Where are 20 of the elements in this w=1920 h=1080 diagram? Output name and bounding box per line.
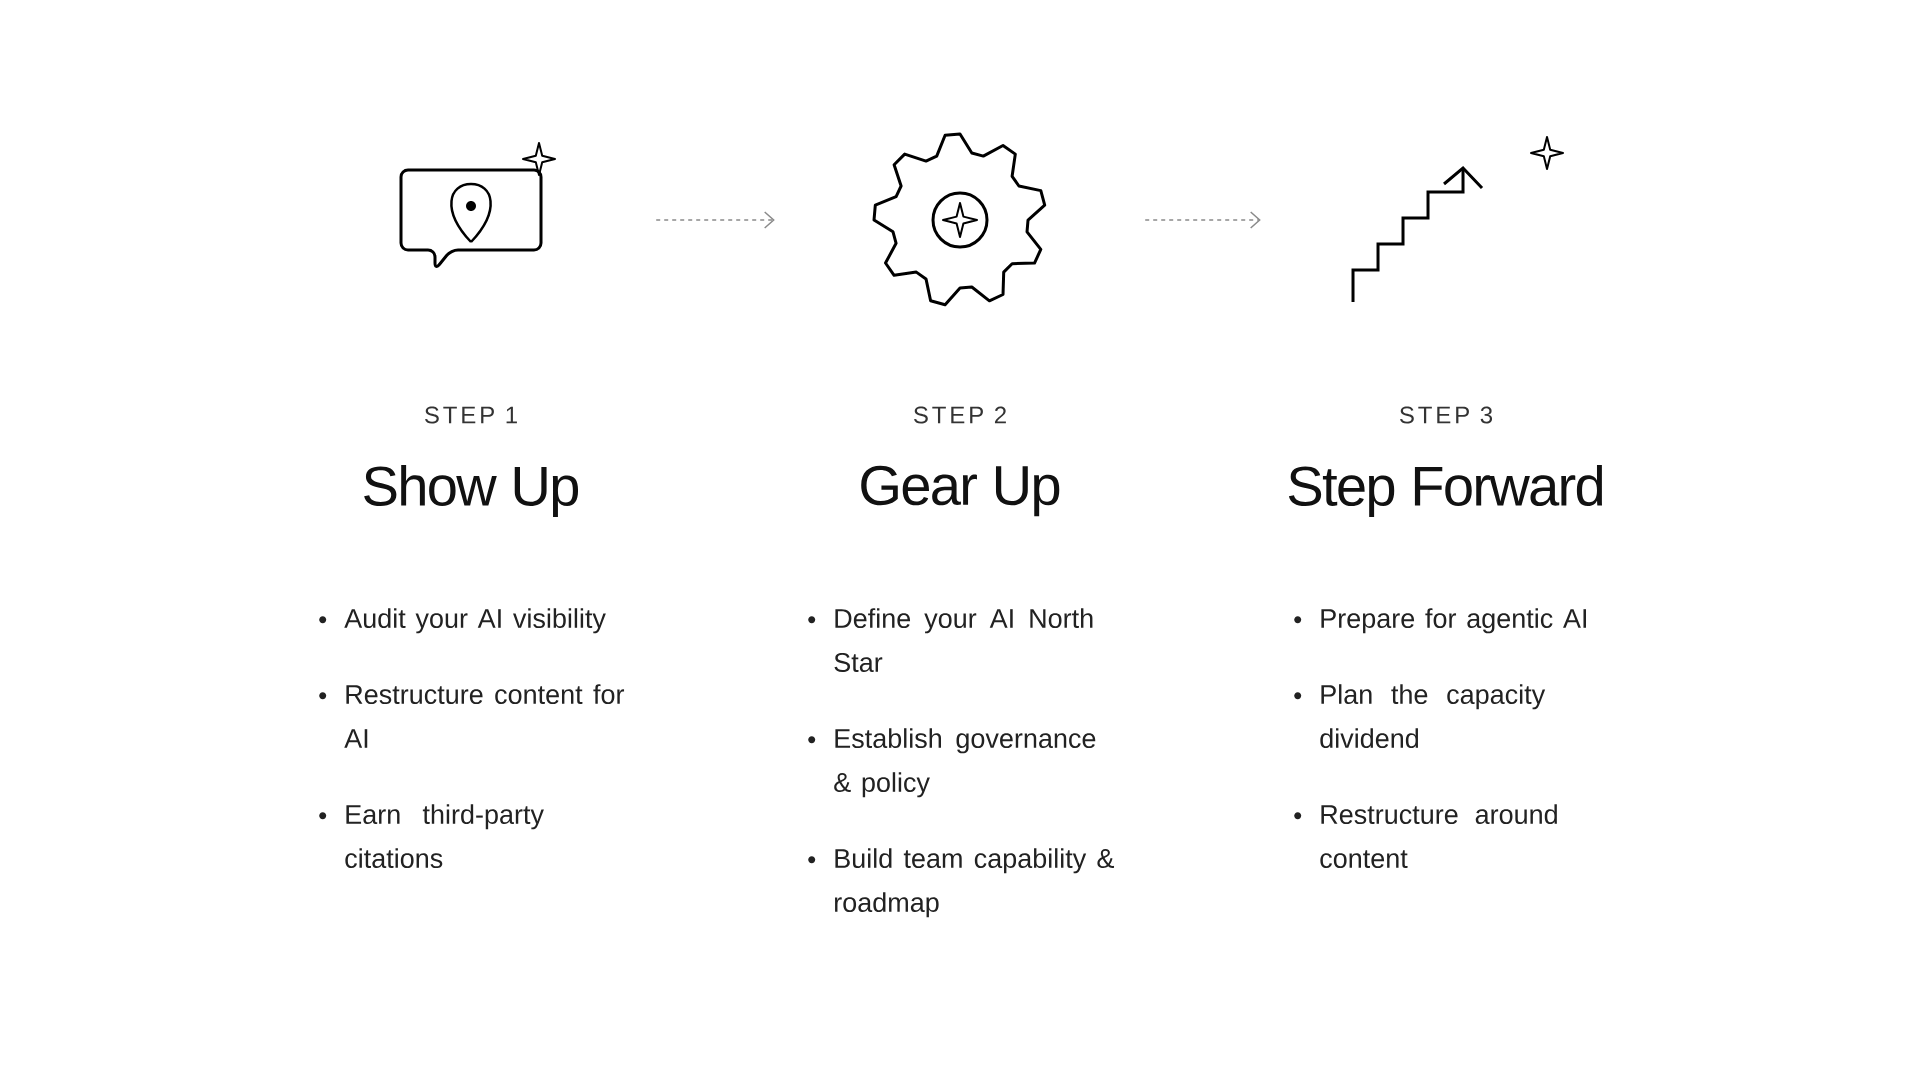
step-title: Gear Up bbox=[861, 465, 1060, 517]
step-label: STEP 3 bbox=[1400, 406, 1493, 424]
step-title: Show Up bbox=[364, 464, 579, 518]
arrow bbox=[655, 211, 775, 229]
arrow bbox=[1144, 211, 1261, 229]
stairs-icon bbox=[1351, 136, 1564, 302]
list-item: Prepare for agentic AI bbox=[1321, 608, 1586, 634]
step-label: STEP 1 bbox=[425, 406, 517, 424]
list-item: Plan the capacity dividend bbox=[1320, 684, 1546, 749]
list-item: Establish governance & policy bbox=[834, 728, 1096, 798]
list-item: Restructure around content bbox=[1320, 804, 1557, 869]
gear-icon bbox=[872, 132, 1047, 307]
list-item: Build team capability & roadmap bbox=[835, 848, 1115, 918]
step-title: Step Forward bbox=[1288, 464, 1603, 518]
list-item: Define your AI North Star bbox=[834, 608, 1093, 673]
list-item: Earn third-party citations bbox=[345, 804, 544, 869]
step-label: STEP 2 bbox=[914, 406, 1006, 424]
list-item: Restructure content for AI bbox=[344, 684, 625, 748]
speech-bubble-icon bbox=[399, 142, 556, 268]
list-item: Audit your AI visibility bbox=[344, 608, 606, 634]
